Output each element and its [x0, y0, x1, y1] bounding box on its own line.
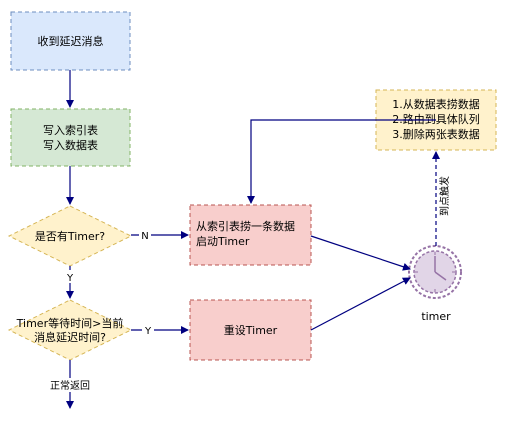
edge-label-y1-bg: [64, 270, 76, 283]
node-reset: 重设Timer: [189, 299, 312, 361]
edge-label-n: N: [141, 231, 148, 242]
node-write-line-2: 写入数据表: [43, 138, 98, 152]
node-timer-clock-icon: [408, 245, 462, 299]
edge-actions-to-fetch: [247, 119, 436, 204]
edge-label-trigger-bg: [438, 172, 452, 220]
node-has-timer: 是否有Timer?: [7, 205, 133, 267]
node-timer-label: timer: [421, 310, 451, 323]
edge-label-return: 正常返回: [50, 379, 90, 392]
edge-reset-to-timer: [310, 277, 411, 331]
edge-fetch-to-timer: [310, 235, 411, 271]
node-reset-text: 重设Timer: [224, 323, 278, 337]
node-fetch-line-1: 从索引表捞一条数据: [196, 219, 295, 233]
edge-label-trigger: 到点触发: [438, 176, 451, 216]
edge-label-y2: Y: [144, 326, 152, 337]
edge-label-return-bg: [44, 378, 96, 392]
node-actions-line-3: 3.删除两张表数据: [392, 127, 480, 141]
node-wait-compare-line-1: Timer等待时间>当前: [16, 316, 124, 330]
node-receive: 收到延迟消息: [10, 11, 131, 71]
node-fetch: 从索引表捞一条数据 启动Timer: [189, 204, 312, 266]
node-actions-line-1: 1.从数据表捞数据: [392, 97, 480, 111]
edge-label-y2-bg: [142, 323, 154, 337]
node-write: 写入索引表 写入数据表: [10, 108, 131, 167]
node-receive-text: 收到延迟消息: [38, 34, 104, 48]
node-actions-line-2: 2.路由到具体队列: [392, 112, 480, 126]
edge-label-y1: Y: [66, 273, 74, 284]
edges: [66, 70, 440, 409]
edge-label-n-bg: [139, 228, 151, 242]
node-wait-compare-line-2: 消息延迟时间?: [34, 330, 106, 344]
node-wait-compare: Timer等待时间>当前 消息延迟时间?: [7, 299, 133, 361]
node-write-line-1: 写入索引表: [43, 123, 98, 137]
node-fetch-line-2: 启动Timer: [196, 235, 250, 248]
node-has-timer-text: 是否有Timer?: [35, 229, 105, 243]
